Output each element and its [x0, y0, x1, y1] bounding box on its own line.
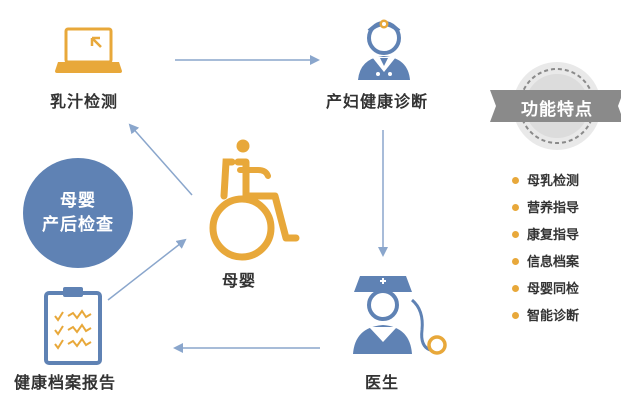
clipboard-report-icon: [44, 287, 102, 365]
arrow-report-to-motherbaby: [107, 238, 187, 301]
label-obstetric-diagnosis: 产妇健康诊断: [326, 92, 429, 111]
label-health-report: 健康档案报告: [14, 373, 117, 392]
label-mother-baby: 母婴: [222, 271, 257, 290]
feature-item: 母婴同检: [512, 278, 579, 297]
laptop-icon: [55, 27, 122, 73]
feature-item: 康复指导: [512, 224, 579, 243]
feature-item: 营养指导: [512, 197, 579, 216]
circle-line-2: 产后检查: [42, 215, 114, 235]
feature-item: 母乳检测: [512, 170, 579, 189]
feature-badge: [490, 62, 621, 150]
bullet-dot: [512, 231, 519, 238]
bullet-dot: [512, 285, 519, 292]
obstetrician-icon: [358, 19, 410, 80]
wheelchair-icon: [209, 139, 300, 261]
bullet-dot: [512, 204, 519, 211]
nurse-icon: [353, 276, 447, 355]
feature-item: 智能诊断: [512, 305, 579, 324]
badge-title: 功能特点: [521, 100, 593, 120]
postpartum-check-circle: [23, 158, 133, 268]
arrow-motherbaby-to-milk: [128, 123, 193, 196]
label-milk-test: 乳汁检测: [50, 92, 119, 111]
bullet-dot: [512, 258, 519, 265]
feature-item: 信息档案: [512, 251, 579, 270]
label-doctor: 医生: [365, 373, 400, 392]
circle-line-1: 母婴: [60, 191, 96, 211]
bullet-dot: [512, 312, 519, 319]
bullet-dot: [512, 177, 519, 184]
circle-label: 母婴 产后检查: [23, 158, 133, 268]
